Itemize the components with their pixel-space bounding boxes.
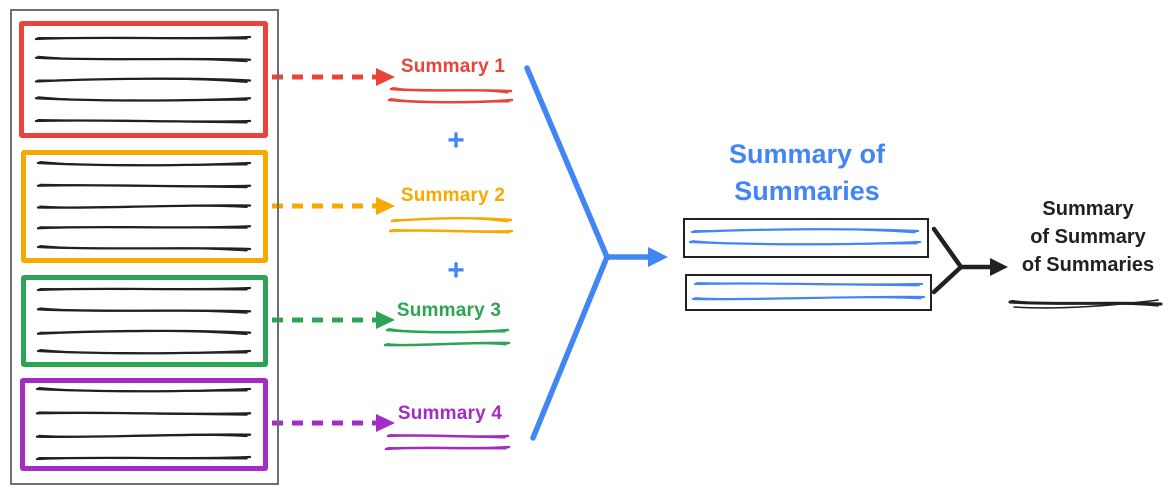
summary-3-label: Summary 3 <box>396 300 502 321</box>
final-bracket-lower <box>931 264 964 295</box>
document-stack-frame <box>10 9 279 485</box>
merge-arrow-upper <box>524 65 610 260</box>
merge-arrow-head <box>648 247 668 267</box>
document-box-2 <box>21 150 268 263</box>
final-line-2: of Summary <box>1030 226 1146 248</box>
final-bracket-upper <box>931 226 964 270</box>
document-box-4 <box>20 378 268 471</box>
title-line-1: Summary of <box>728 139 886 169</box>
summary-of-summaries-box-2 <box>685 274 932 311</box>
final-summary-label: Summary of Summary of Summaries <box>1004 195 1170 279</box>
document-box-1 <box>19 21 268 138</box>
summary-1-label: Summary 1 <box>400 56 506 77</box>
summary-2-label: Summary 2 <box>400 185 506 206</box>
final-line-1: Summary <box>1042 198 1134 220</box>
plus-icon-2: + <box>447 254 465 287</box>
summary-4-label: Summary 4 <box>397 403 503 424</box>
summary-of-summaries-box-1 <box>683 218 929 258</box>
title-line-2: Summaries <box>734 176 880 206</box>
plus-icon-1: + <box>447 124 465 157</box>
document-box-3 <box>21 275 268 367</box>
summary-of-summaries-title: Summary of Summaries <box>694 136 920 210</box>
merge-arrow-lower <box>530 254 610 441</box>
final-line-3: of Summaries <box>1021 254 1155 276</box>
